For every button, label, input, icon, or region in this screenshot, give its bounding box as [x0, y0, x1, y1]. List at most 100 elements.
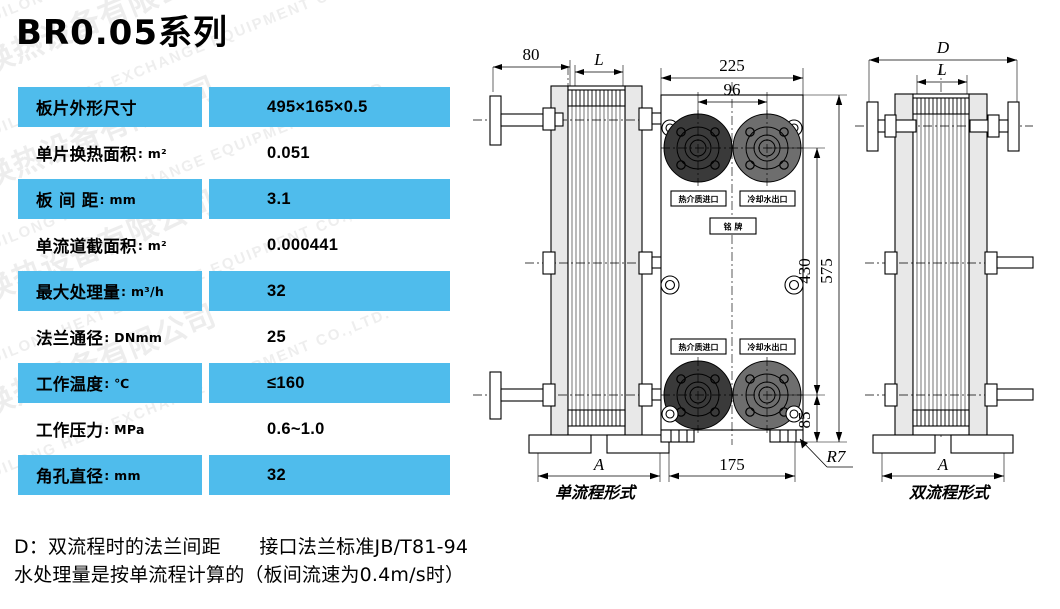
- caption-single-pass: 单流程形式: [555, 483, 638, 502]
- spec-label-text: 角孔直径: [36, 467, 104, 486]
- dimension-80: 80: [492, 45, 571, 92]
- port-label-hot-inlet-top: 热介质进口: [670, 190, 727, 207]
- spec-label-text: 最大处理量: [36, 283, 120, 302]
- dimension-A-right: A: [881, 453, 1005, 482]
- nameplate-box: 铭 牌: [709, 217, 757, 235]
- dimension-430: 430: [767, 147, 825, 396]
- dimension-80-label: 80: [523, 45, 540, 64]
- dimension-A-left-label: A: [593, 455, 605, 474]
- spec-column-gap: [202, 133, 209, 173]
- dimension-575: 575: [803, 94, 847, 443]
- spec-row: 工作温度: ℃≤160: [18, 363, 450, 403]
- dimension-D: D: [868, 38, 1018, 104]
- spec-column-gap: [202, 225, 209, 265]
- spec-row-label: 最大处理量: m³/h: [18, 271, 202, 311]
- dimension-R7-label: R7: [826, 447, 847, 466]
- side-bolt-mid-right: [784, 275, 804, 295]
- port-label-cooling-outlet-top-text: 冷却水出口: [748, 194, 788, 204]
- spec-row-label: 工作温度: ℃: [18, 363, 202, 403]
- spec-row-value: ≤160: [209, 363, 450, 403]
- corner-bolt-bottom-right: [785, 405, 803, 423]
- footnote-line-1: D：双流程时的法兰间距 接口法兰标准JB/T81-94: [14, 534, 468, 562]
- spec-label-text: 板 间 距: [36, 191, 99, 210]
- dimension-96-label: 96: [724, 80, 741, 99]
- port-label-cooling-outlet-bottom: 冷却水出口: [739, 338, 796, 355]
- spec-column-gap: [202, 271, 209, 311]
- side-bolt-mid-left: [660, 275, 680, 295]
- caption-double-pass: 双流程形式: [908, 483, 992, 502]
- nozzle-top-left: [473, 95, 655, 146]
- port-label-hot-inlet-bottom-text: 热介质进口: [679, 342, 719, 352]
- spec-row-value: 0.051: [267, 143, 310, 162]
- spec-label-unit: : ℃: [104, 375, 130, 391]
- spec-row: 板片外形尺寸 495×165×0.5: [18, 87, 450, 127]
- spec-label-text: 单片换热面积: [36, 145, 137, 164]
- spec-row-value: 0.6~1.0: [267, 419, 325, 438]
- technical-drawings: 80 L: [455, 20, 1060, 510]
- spec-column-gap: [202, 409, 209, 449]
- spec-row-value: 3.1: [209, 179, 450, 219]
- spec-row-label: 板 间 距: mm: [18, 179, 202, 219]
- spec-label-text: 法兰通径: [36, 329, 104, 348]
- dimension-85: 85: [795, 395, 821, 442]
- dimension-A-right-label: A: [937, 455, 949, 474]
- spec-row: 工作压力: MPa 0.6~1.0: [18, 409, 450, 449]
- spec-row-value: 25: [267, 327, 286, 346]
- spec-label-text: 板片外形尺寸: [36, 99, 137, 118]
- spec-row-value: 495×165×0.5: [209, 87, 450, 127]
- spec-row-value: 0.000441: [267, 235, 339, 254]
- spec-row-label: 角孔直径: mm: [18, 455, 202, 495]
- spec-column-gap: [202, 179, 209, 219]
- spec-label-unit: : DNmm: [104, 329, 163, 345]
- dimension-430-label: 430: [795, 258, 814, 284]
- tie-bolt-middle-double: [865, 251, 1034, 275]
- spec-column-gap: [202, 87, 209, 127]
- dimension-225: 225: [660, 56, 804, 98]
- drawing-front-view: 225 96: [660, 56, 853, 482]
- dimension-175-label: 175: [719, 455, 745, 474]
- dimension-R7: R7: [799, 438, 853, 468]
- spec-column-gap: [202, 363, 209, 403]
- corner-bolt-bottom-left: [661, 405, 679, 423]
- spec-row-label: 工作压力: MPa: [18, 409, 202, 449]
- footnotes: D：双流程时的法兰间距 接口法兰标准JB/T81-94 水处理量是按单流程计算的…: [14, 534, 468, 589]
- footnote-line-2: 水处理量是按单流程计算的（板间流速为0.4m/s时）: [14, 563, 465, 586]
- spec-column-gap: [202, 455, 209, 495]
- spec-row: 法兰通径: DNmm 25: [18, 317, 450, 357]
- nozzle-top-double: [855, 101, 1033, 152]
- spec-label-unit: : mm: [99, 191, 137, 207]
- dimension-85-label: 85: [795, 412, 814, 429]
- spec-label-unit: : m²: [137, 237, 167, 253]
- spec-column-gap: [202, 317, 209, 357]
- dimension-D-label: D: [936, 38, 950, 57]
- nameplate-label: 铭 牌: [724, 222, 743, 232]
- dimension-225-label: 225: [719, 56, 745, 75]
- flange-hot-inlet-top: [663, 110, 733, 186]
- spec-label-unit: : MPa: [104, 421, 145, 437]
- tie-bolt-bottom-double: [865, 383, 1034, 407]
- spec-row: 单片换热面积: m² 0.051: [18, 133, 450, 173]
- dimension-575-label: 575: [817, 258, 836, 284]
- footnote-flange-spacing: D：双流程时的法兰间距: [14, 536, 221, 558]
- spec-row-label: 板片外形尺寸: [18, 87, 202, 127]
- spec-row-label: 单片换热面积: m²: [18, 133, 202, 173]
- port-label-cooling-outlet-top: 冷却水出口: [739, 190, 796, 207]
- drawing-single-pass: 80 L: [473, 45, 691, 502]
- spec-label-unit: : m³/h: [121, 283, 165, 299]
- page-title: BR0.05系列: [16, 13, 228, 53]
- spec-label-text: 工作温度: [36, 375, 104, 394]
- dimension-A-left: A: [537, 453, 661, 482]
- drawing-double-pass: D L: [855, 38, 1034, 502]
- spec-row-value: 32: [209, 455, 450, 495]
- dimension-L-right-label: L: [936, 60, 946, 79]
- spec-row-label: 法兰通径: DNmm: [18, 317, 202, 357]
- spec-label-unit: : mm: [104, 467, 141, 483]
- footnote-flange-standard: 接口法兰标准JB/T81-94: [259, 536, 469, 558]
- spec-label-text: 工作压力: [36, 421, 104, 440]
- spec-label-unit: : m²: [137, 145, 167, 161]
